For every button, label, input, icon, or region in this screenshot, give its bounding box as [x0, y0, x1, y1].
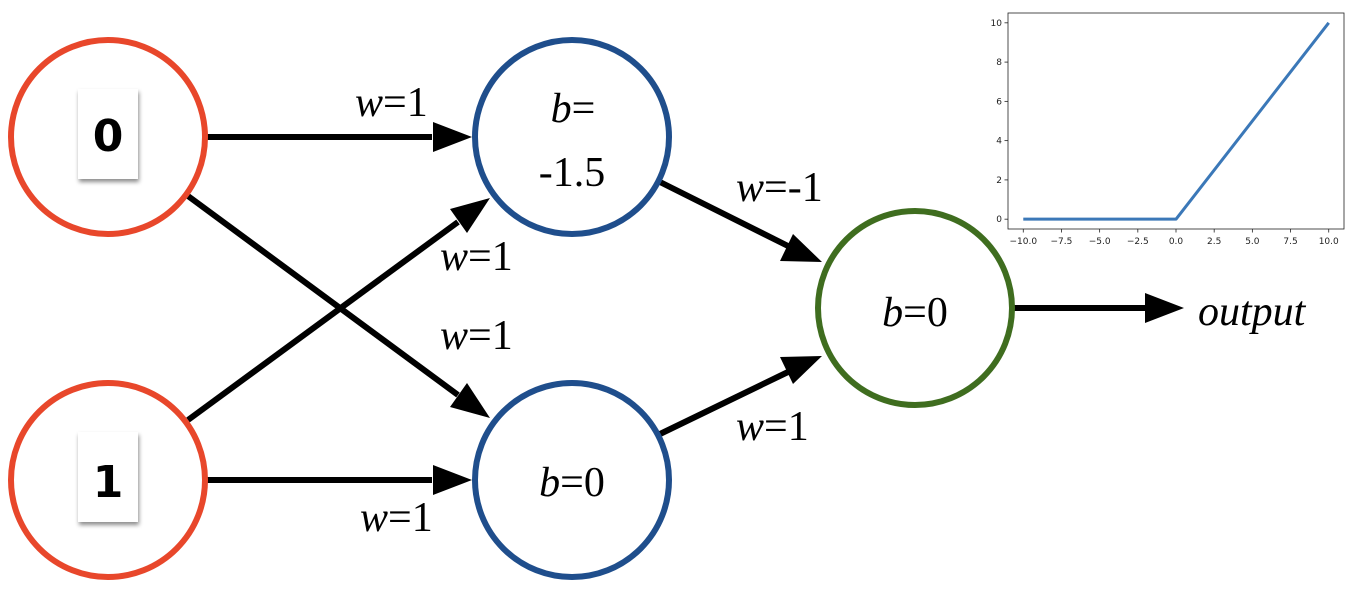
- x-tick-label: −10.0: [1009, 237, 1037, 247]
- x-tick-label: 7.5: [1283, 237, 1297, 247]
- edges: [186, 122, 1184, 495]
- arrowhead-hidden1-output: [780, 356, 822, 384]
- arrowhead-output: [1145, 293, 1184, 323]
- relu-chart: −10.0 −7.5 −5.0 −2.5 0.0 2.5 5.0 7.5 10.0 0 2 4 6 8 10: [991, 12, 1345, 247]
- edge-input0-hidden1: [186, 193, 460, 398]
- arrowhead-input0-hidden0: [433, 122, 472, 152]
- weight-label: w=1: [360, 495, 433, 541]
- y-tick-label: 0: [996, 215, 1002, 225]
- x-tick-label: −5.0: [1089, 237, 1111, 247]
- output-node: b=0: [815, 208, 1015, 408]
- hidden-node-circle: [472, 380, 672, 580]
- bias-label-line2: -1.5: [539, 150, 606, 196]
- y-tick-label: 10: [991, 19, 1003, 29]
- weight-label: w=1: [440, 234, 513, 280]
- arrowhead-input1-hidden1: [433, 465, 472, 495]
- y-tick-label: 8: [996, 58, 1002, 68]
- output-label: output: [1198, 289, 1307, 335]
- x-tick-label: 5.0: [1245, 237, 1260, 247]
- x-tick-label: 2.5: [1207, 237, 1221, 247]
- bias-label-line1: b=: [551, 86, 596, 132]
- arrowhead-hidden0-output: [780, 234, 822, 262]
- input-value-card: [78, 89, 138, 179]
- arrowhead-input1-hidden0: [450, 198, 490, 233]
- y-tick-label: 4: [996, 137, 1002, 147]
- edge-hidden1-output: [658, 369, 790, 437]
- weight-label: w=1: [355, 80, 428, 126]
- hidden-node-circle: [472, 37, 672, 237]
- relu-line: [1023, 21, 1330, 221]
- edge-input1-hidden0: [186, 219, 460, 423]
- weight-label: w=-1: [736, 165, 823, 211]
- x-tick-label: 0.0: [1169, 237, 1184, 247]
- output-node-circle: [815, 208, 1015, 408]
- chart-frame: [1007, 12, 1345, 230]
- arrowhead-input0-hidden1: [450, 383, 490, 418]
- input-value: 0: [93, 111, 124, 162]
- edge-hidden0-output: [658, 179, 790, 249]
- bias-label: b=0: [539, 460, 605, 506]
- input-value-card: [78, 432, 138, 522]
- hidden-node-0: b= -1.5: [472, 37, 672, 237]
- hidden-node-1: b=0: [472, 380, 672, 580]
- input-node-1: 1: [8, 380, 208, 580]
- input-node-0: 0: [8, 37, 208, 237]
- input-value: 1: [93, 457, 124, 508]
- weight-labels: w=1 w=1 w=1 w=1 w=-1 w=1: [355, 80, 823, 541]
- bias-label: b=0: [882, 290, 948, 336]
- x-tick-label: −2.5: [1127, 237, 1149, 247]
- y-tick-label: 6: [996, 97, 1002, 107]
- y-tick-label: 2: [996, 176, 1002, 186]
- x-tick-label: 10.0: [1319, 237, 1339, 247]
- weight-label: w=1: [440, 313, 513, 359]
- x-tick-label: −7.5: [1051, 237, 1073, 247]
- weight-label: w=1: [736, 404, 809, 450]
